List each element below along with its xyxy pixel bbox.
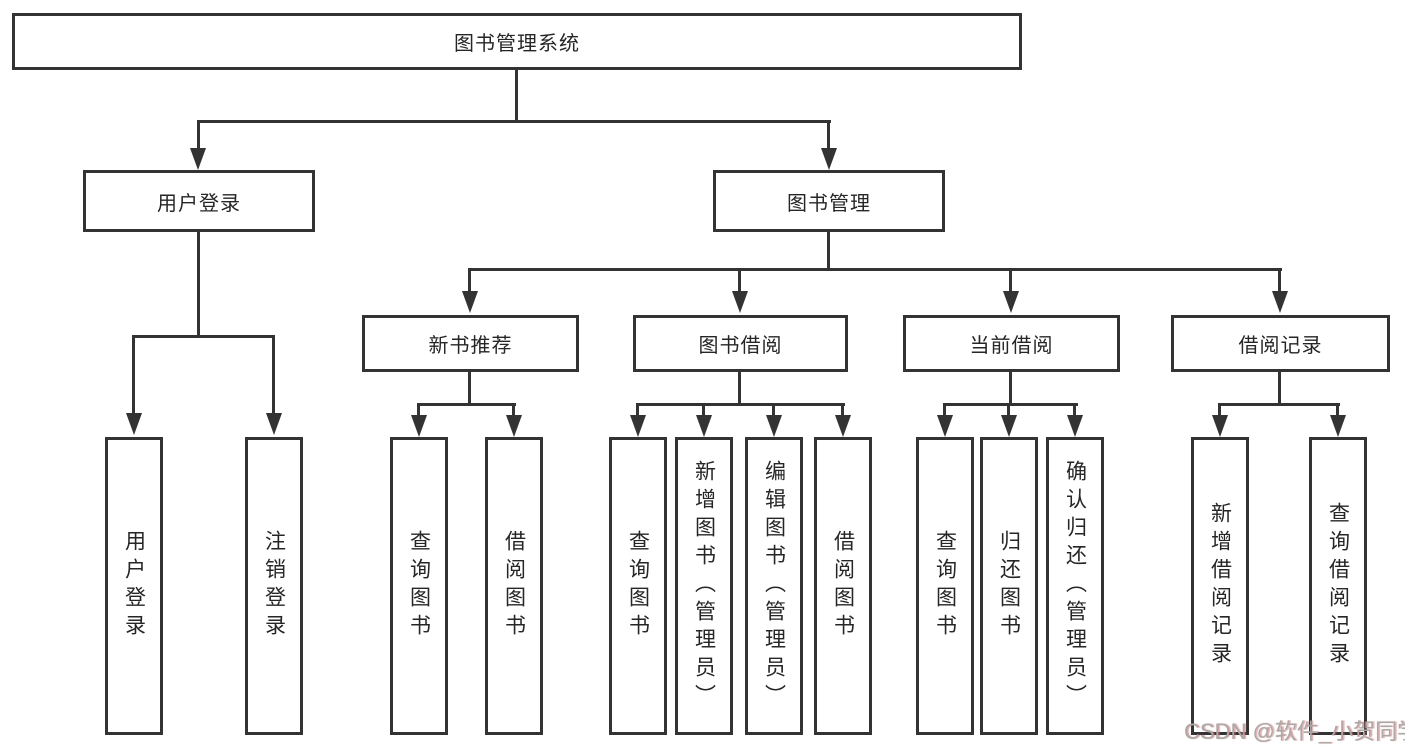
node-book-management: 图书管理 xyxy=(713,170,945,232)
leaf-label: 确认归还（管理员） xyxy=(1063,460,1087,712)
connector-line xyxy=(1073,403,1076,417)
connector-line xyxy=(468,268,471,295)
arrow-down-icon xyxy=(835,415,851,437)
arrow-down-icon xyxy=(821,148,837,170)
connector-line xyxy=(738,268,741,295)
leaf-label: 查询图书 xyxy=(407,530,431,642)
arrow-down-icon xyxy=(766,415,782,437)
connector-line xyxy=(1009,372,1012,403)
connector-line xyxy=(702,403,705,417)
arrow-down-icon xyxy=(1001,415,1017,437)
connector-line xyxy=(197,120,200,152)
leaf-query-books-current: 查询图书 xyxy=(916,437,974,735)
arrow-down-icon xyxy=(126,413,142,435)
arrow-down-icon xyxy=(462,291,478,313)
leaf-label: 借阅图书 xyxy=(831,530,855,642)
leaf-label: 借阅图书 xyxy=(502,530,526,642)
leaf-borrow-books-recommend: 借阅图书 xyxy=(485,437,543,735)
node-current-borrowing: 当前借阅 xyxy=(903,315,1120,372)
arrow-down-icon xyxy=(190,148,206,170)
arrow-down-icon xyxy=(1272,291,1288,313)
connector-line xyxy=(943,403,946,417)
connector-line xyxy=(636,403,639,417)
connector-line xyxy=(515,70,518,120)
connector-line xyxy=(272,335,275,415)
leaf-borrow-books: 借阅图书 xyxy=(814,437,872,735)
arrow-down-icon xyxy=(1212,415,1228,437)
arrow-down-icon xyxy=(1067,415,1083,437)
leaf-label: 查询图书 xyxy=(933,530,957,642)
arrow-down-icon xyxy=(506,415,522,437)
node-user-login: 用户登录 xyxy=(83,170,315,232)
connector-line xyxy=(841,403,844,417)
arrow-down-icon xyxy=(1003,291,1019,313)
arrow-down-icon xyxy=(266,413,282,435)
arrow-down-icon xyxy=(411,415,427,437)
connector-line xyxy=(417,403,420,417)
connector-line xyxy=(827,232,830,268)
connector-line xyxy=(1219,403,1340,406)
connector-line xyxy=(1218,403,1221,417)
arrow-down-icon xyxy=(696,415,712,437)
leaf-label: 注销登录 xyxy=(262,530,286,642)
leaf-edit-book-admin: 编辑图书（管理员） xyxy=(745,437,803,735)
connector-line xyxy=(132,335,135,415)
connector-line xyxy=(1007,403,1010,417)
connector-line xyxy=(637,403,845,406)
leaf-label: 新增借阅记录 xyxy=(1208,502,1232,670)
connector-line xyxy=(469,268,1282,271)
leaf-label: 用户登录 xyxy=(122,530,146,642)
connector-line xyxy=(468,372,471,403)
leaf-query-books-borrow: 查询图书 xyxy=(609,437,667,735)
leaf-user-login: 用户登录 xyxy=(105,437,163,735)
connector-line xyxy=(417,403,516,406)
leaf-confirm-return-admin: 确认归还（管理员） xyxy=(1046,437,1104,735)
connector-line xyxy=(132,335,275,338)
leaf-add-book-admin: 新增图书（管理员） xyxy=(675,437,733,735)
arrow-down-icon xyxy=(937,415,953,437)
connector-line xyxy=(512,403,515,417)
connector-line xyxy=(827,120,830,152)
node-borrowing-records: 借阅记录 xyxy=(1171,315,1390,372)
connector-line xyxy=(197,120,831,123)
arrow-down-icon xyxy=(630,415,646,437)
connector-line xyxy=(1009,268,1012,295)
connector-line xyxy=(1278,268,1281,295)
leaf-add-borrow-record: 新增借阅记录 xyxy=(1191,437,1249,735)
connector-line xyxy=(197,232,200,335)
node-book-borrowing: 图书借阅 xyxy=(633,315,848,372)
connector-line xyxy=(1278,372,1281,403)
leaf-label: 归还图书 xyxy=(997,530,1021,642)
connector-line xyxy=(1336,403,1339,417)
leaf-logout: 注销登录 xyxy=(245,437,303,735)
csdn-watermark: CSDN @软件_小贺同学 xyxy=(1184,719,1405,744)
node-new-book-recommend: 新书推荐 xyxy=(362,315,579,372)
leaf-label: 新增图书（管理员） xyxy=(692,460,716,712)
leaf-label: 查询图书 xyxy=(626,530,650,642)
leaf-query-books-recommend: 查询图书 xyxy=(390,437,448,735)
arrow-down-icon xyxy=(732,291,748,313)
connector-line xyxy=(944,403,1078,406)
leaf-label: 查询借阅记录 xyxy=(1326,502,1350,670)
leaf-label: 编辑图书（管理员） xyxy=(762,460,786,712)
node-library-system: 图书管理系统 xyxy=(12,13,1022,70)
leaf-query-borrow-record: 查询借阅记录 xyxy=(1309,437,1367,735)
connector-line xyxy=(738,372,741,403)
leaf-return-book: 归还图书 xyxy=(980,437,1038,735)
connector-line xyxy=(772,403,775,417)
arrow-down-icon xyxy=(1330,415,1346,437)
